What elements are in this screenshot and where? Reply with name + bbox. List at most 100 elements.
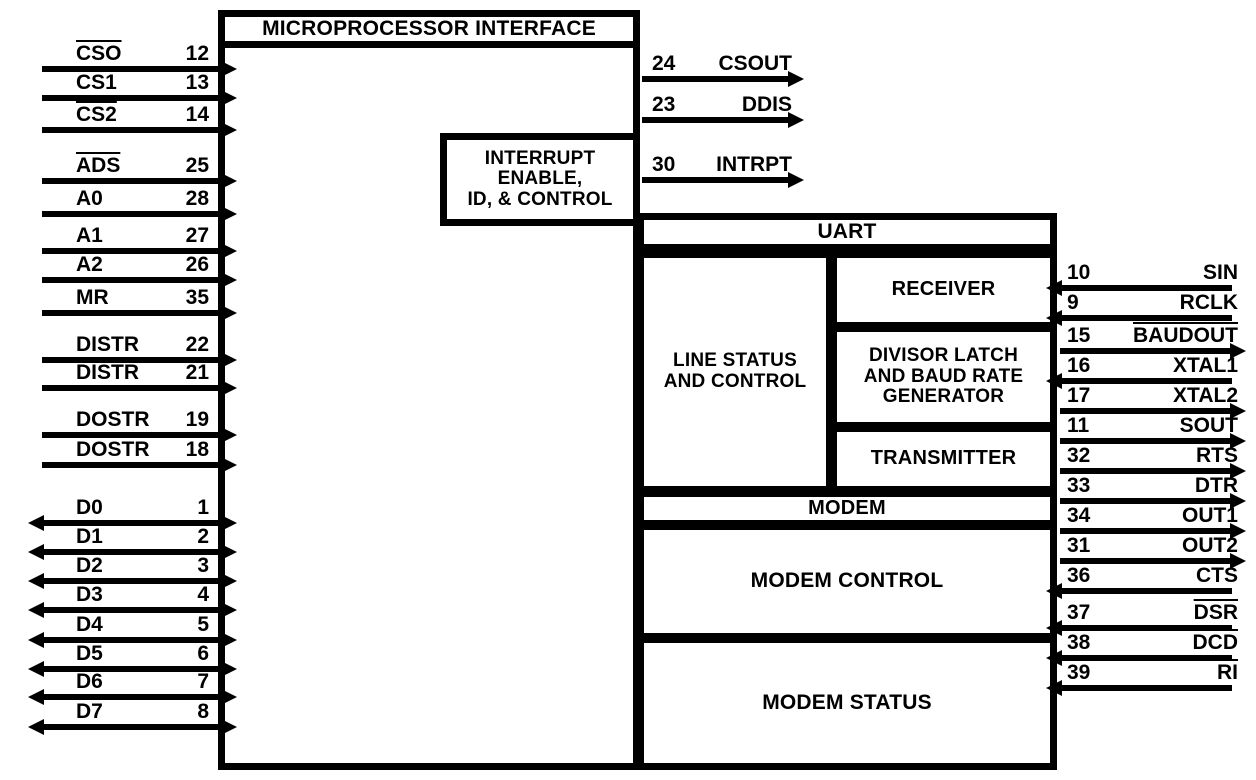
signal-name: CSOUT xyxy=(718,52,793,75)
signal-name: XTAL1 xyxy=(1173,354,1238,377)
arrowhead-right xyxy=(788,71,804,87)
signal-wire xyxy=(42,549,223,555)
signal-wire xyxy=(1060,588,1232,594)
signal-row-d2-3: D2 3 xyxy=(20,550,237,589)
block-label-modem-control: MODEM CONTROL xyxy=(750,569,944,593)
signal-name: DTR xyxy=(1194,474,1238,497)
signal-wire xyxy=(42,578,223,584)
arrowhead-left xyxy=(1046,310,1062,326)
arrowhead-right xyxy=(221,243,237,259)
signal-pin-number: 9 xyxy=(1067,291,1079,314)
arrowhead-right xyxy=(221,632,237,648)
signal-pin-number: 8 xyxy=(197,700,209,723)
signal-name: MR xyxy=(76,286,109,309)
arrowhead-right xyxy=(221,272,237,288)
arrowhead-right xyxy=(221,173,237,189)
signal-name: ADS xyxy=(76,154,121,177)
signal-pin-number: 1 xyxy=(197,496,209,519)
signal-name: DISTR xyxy=(76,361,139,384)
signal-wire xyxy=(42,178,223,184)
signal-name: D6 xyxy=(76,670,103,693)
signal-row-d7-8: D7 8 xyxy=(20,696,237,735)
signal-pin-number: 26 xyxy=(185,253,209,276)
arrowhead-right xyxy=(1230,343,1246,359)
block-label-interrupt-line2: ENABLE, xyxy=(497,168,583,190)
signal-pin-number: 11 xyxy=(1067,414,1090,437)
signal-pin-number: 34 xyxy=(1067,504,1091,527)
block-modem-status: MODEM STATUS xyxy=(637,636,1057,770)
signal-pin-number: 4 xyxy=(197,583,209,606)
signal-pin-number: 10 xyxy=(1067,261,1091,284)
arrowhead-right xyxy=(1230,433,1246,449)
signal-name: CTS xyxy=(1196,564,1238,587)
arrowhead-left xyxy=(1046,583,1062,599)
signal-pin-number: 28 xyxy=(185,187,209,210)
block-label-line-status-line2: AND CONTROL xyxy=(663,371,807,392)
signal-row-xtal1-16: XTAL1 16 xyxy=(1046,350,1252,389)
arrowhead-right xyxy=(221,206,237,222)
signal-wire xyxy=(42,310,223,316)
signal-pin-number: 23 xyxy=(652,93,676,116)
arrowhead-left xyxy=(1046,680,1062,696)
arrowhead-right xyxy=(221,661,237,677)
block-transmitter: TRANSMITTER xyxy=(830,425,1057,493)
signal-wire xyxy=(42,385,223,391)
signal-pin-number: 24 xyxy=(652,52,676,75)
arrowhead-right xyxy=(221,602,237,618)
signal-name: RTS xyxy=(1196,444,1238,467)
signal-name: DSR xyxy=(1193,601,1238,624)
arrowhead-right xyxy=(1230,493,1246,509)
signal-name: D7 xyxy=(76,700,103,723)
arrowhead-right xyxy=(221,544,237,560)
signal-wire xyxy=(42,462,223,468)
signal-name: BAUDOUT xyxy=(1133,324,1238,347)
arrowhead-right xyxy=(1230,463,1246,479)
signal-name: D4 xyxy=(76,613,103,636)
block-label-receiver: RECEIVER xyxy=(891,278,996,301)
signal-wire xyxy=(1060,655,1232,661)
signal-pin-number: 16 xyxy=(1067,354,1091,377)
signal-pin-number: 31 xyxy=(1067,534,1091,557)
signal-name: SIN xyxy=(1202,261,1238,284)
block-label-transmitter: TRANSMITTER xyxy=(870,447,1017,470)
arrowhead-left xyxy=(28,602,44,618)
signal-pin-number: 22 xyxy=(185,333,209,356)
arrowhead-right xyxy=(221,90,237,106)
arrowhead-left xyxy=(28,632,44,648)
arrowhead-right xyxy=(221,573,237,589)
signal-row-sin-10: SIN 10 xyxy=(1046,257,1252,296)
block-label-divisor-line3: GENERATOR xyxy=(882,386,1005,408)
block-microprocessor-interface-header: MICROPROCESSOR INTERFACE xyxy=(218,10,640,48)
signal-pin-number: 12 xyxy=(185,42,209,65)
signal-pin-number: 39 xyxy=(1067,661,1091,684)
signal-pin-number: 35 xyxy=(185,286,209,309)
arrowhead-left xyxy=(28,661,44,677)
signal-name: D3 xyxy=(76,583,103,606)
signal-pin-number: 3 xyxy=(197,554,209,577)
signal-pin-number: 30 xyxy=(652,153,676,176)
block-label-interrupt-line3: ID, & CONTROL xyxy=(467,188,613,210)
signal-wire xyxy=(42,211,223,217)
signal-name: D2 xyxy=(76,554,103,577)
signal-wire xyxy=(1060,625,1232,631)
block-label-divisor-line1: DIVISOR LATCH xyxy=(869,345,1018,367)
signal-name: RCLK xyxy=(1179,291,1238,314)
signal-wire xyxy=(42,666,223,672)
signal-pin-number: 27 xyxy=(185,224,209,247)
